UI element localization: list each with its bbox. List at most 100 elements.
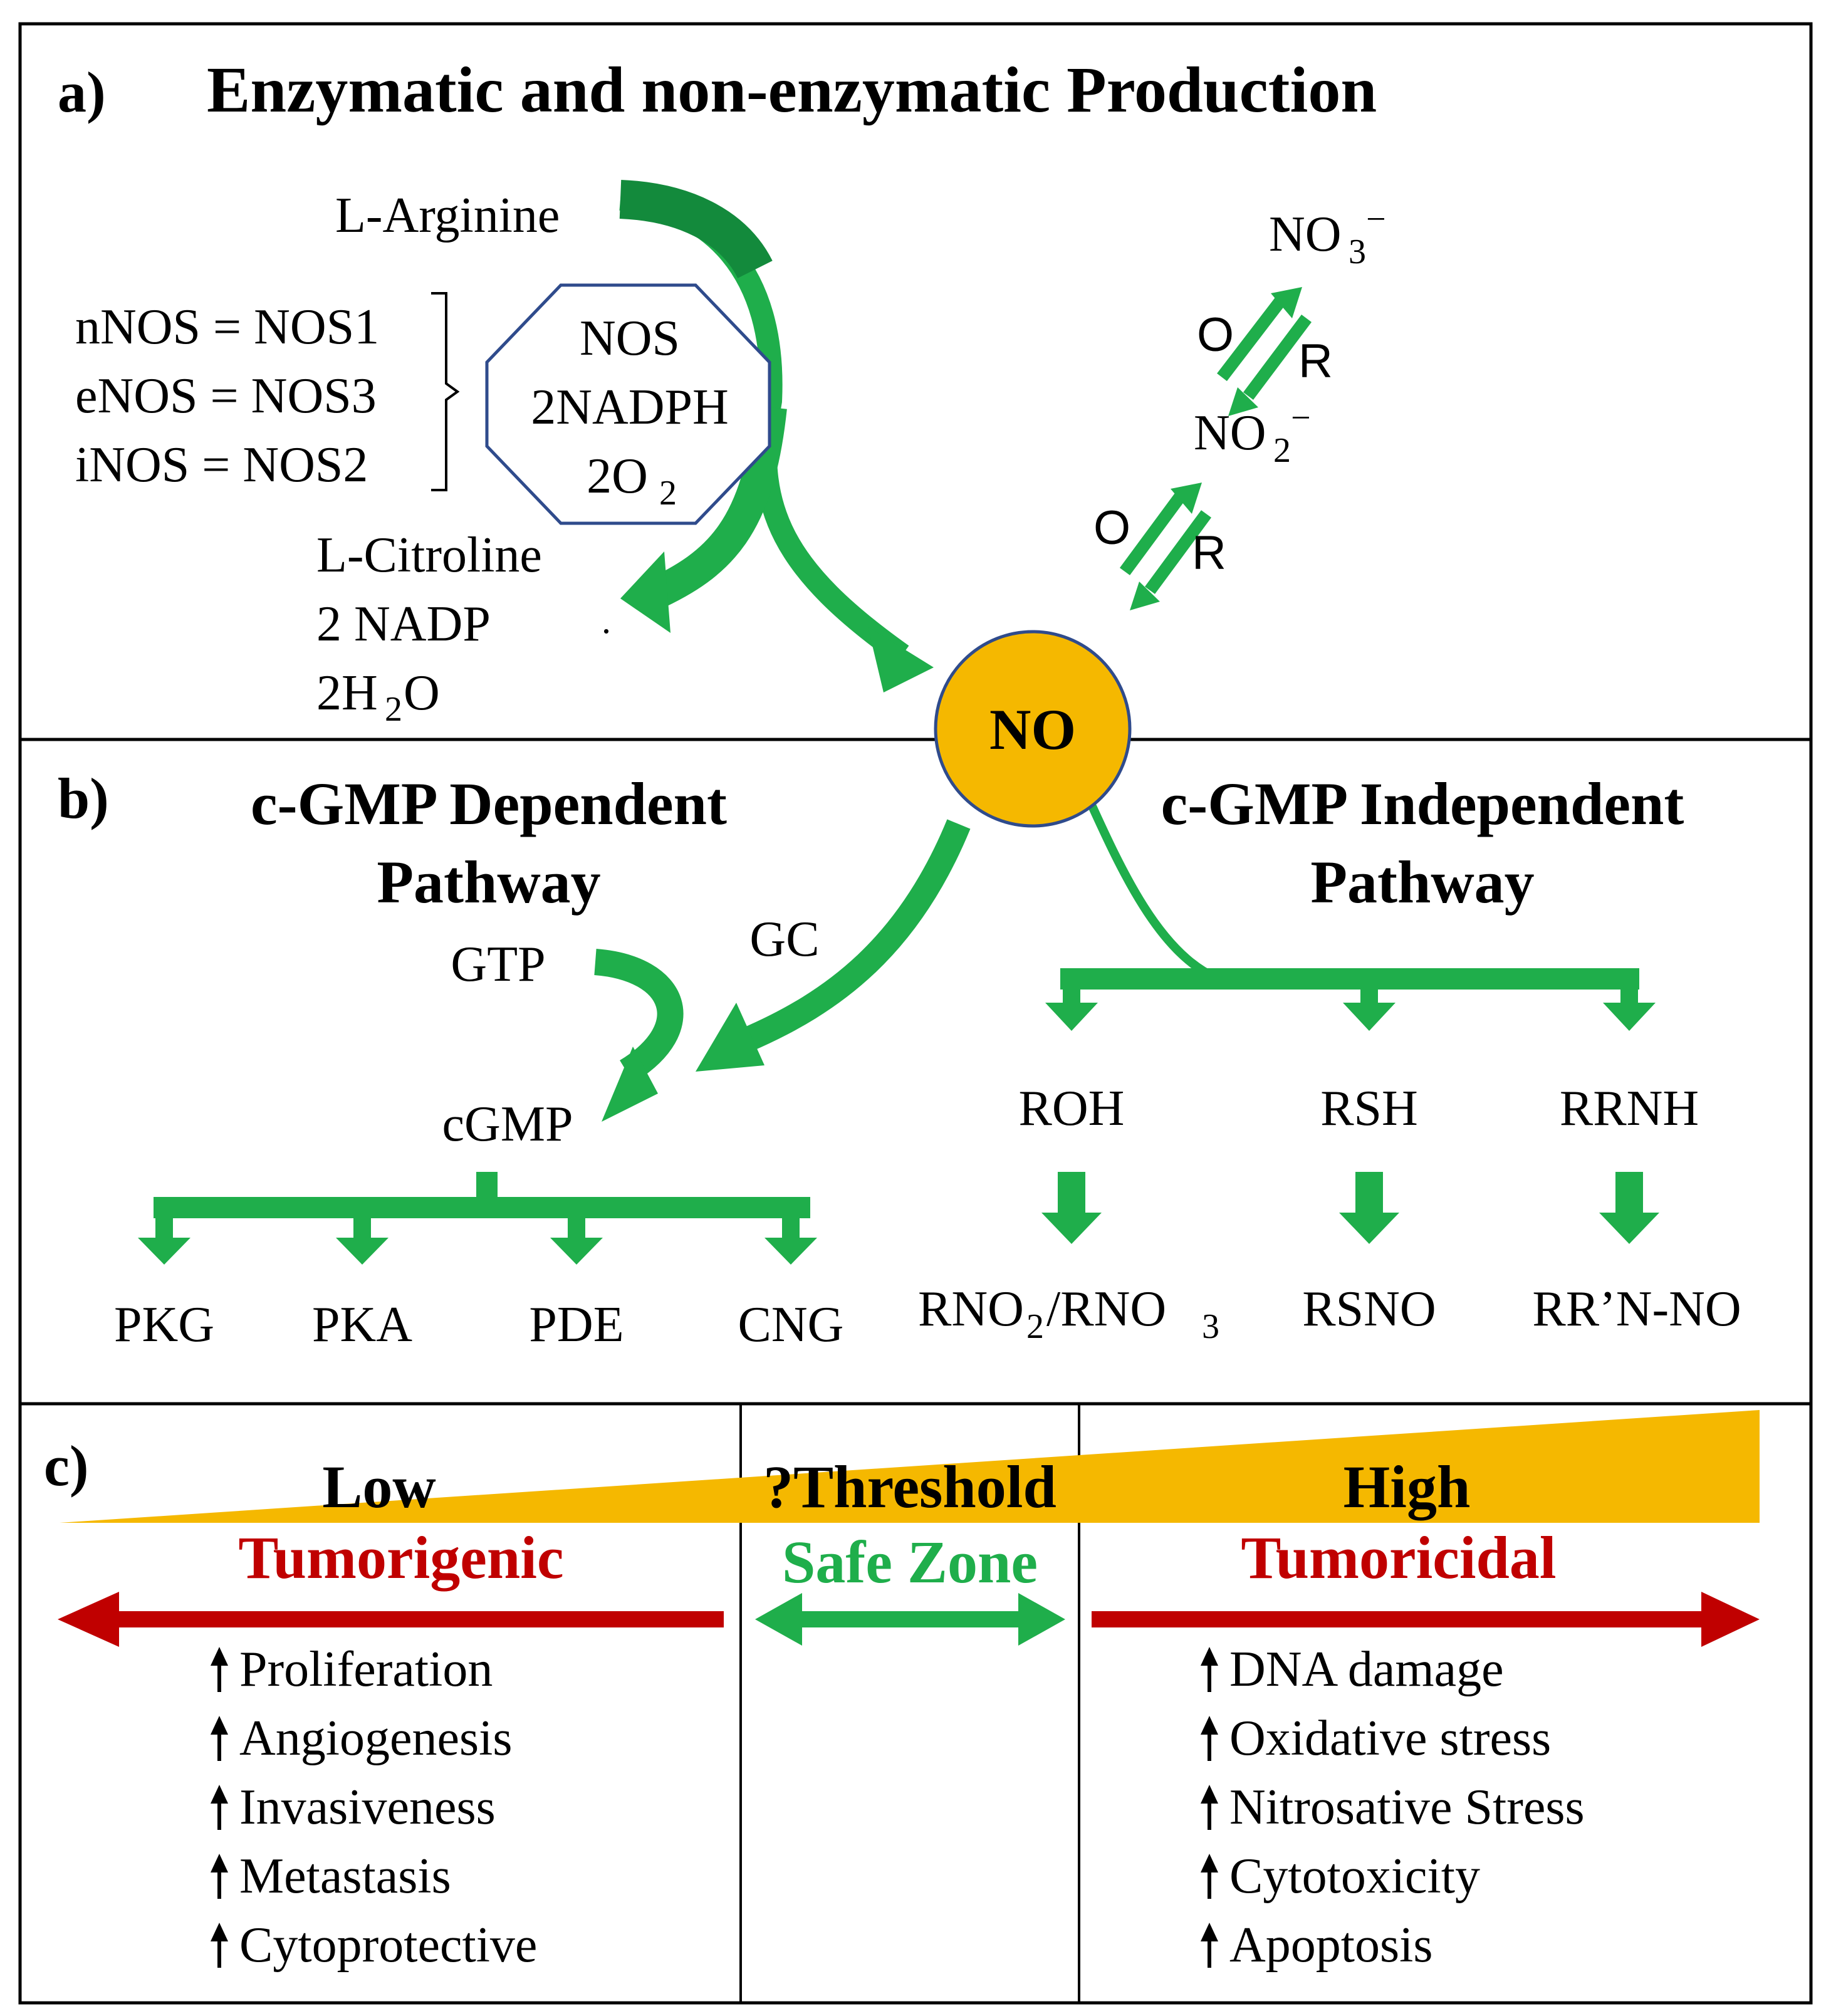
arrowhead-to-no [868, 627, 934, 692]
cgmp-branch [154, 1172, 810, 1218]
nitrate-label: NO [1269, 207, 1342, 262]
byproduct-water-subscript: 2 [385, 690, 402, 729]
oxidation-arrowhead-lower [1171, 483, 1202, 514]
no-to-independent-line [1086, 800, 1218, 982]
reactant-arrowhead [1603, 1003, 1656, 1031]
cgmp-bar [154, 1197, 810, 1218]
arrowhead-to-byproducts [620, 551, 670, 633]
increase-arrow-shaft [1208, 1728, 1211, 1761]
target-pde: PDE [529, 1297, 623, 1352]
panel-b-label: b) [58, 766, 109, 830]
zone-safe: Safe Zone [782, 1528, 1038, 1596]
independent-bar [1060, 968, 1639, 990]
zone-tumorigenic: Tumorigenic [238, 1524, 563, 1591]
gtp-arrowhead [602, 1047, 658, 1122]
safe-zone-arrowhead-left [755, 1593, 802, 1646]
reduction-arrowhead-upper [1228, 387, 1258, 416]
stray-dot: . [602, 600, 611, 641]
tumoricidal-arrow-shaft [1092, 1611, 1711, 1627]
right-pathway-title-2: Pathway [1310, 849, 1534, 916]
effect-invasiveness: Invasiveness [239, 1780, 496, 1835]
tumoricidal-arrowhead [1701, 1592, 1760, 1647]
increase-arrow-icon [1201, 1785, 1218, 1804]
byproduct-citrulline: L-Citroline [316, 528, 542, 583]
target-arrowhead [138, 1238, 190, 1265]
concentration-wedge [60, 1410, 1760, 1523]
tumorigenic-arrow-shaft [113, 1611, 724, 1627]
level-high: High [1343, 1453, 1471, 1520]
target-arrowhead [550, 1238, 603, 1265]
increase-arrow-icon [211, 1923, 228, 1941]
level-low: Low [322, 1453, 436, 1520]
target-arrowhead [764, 1238, 817, 1265]
increase-arrow-shaft [217, 1797, 221, 1830]
product-rno3: /RNO [1046, 1282, 1166, 1337]
product-rno2-subscript: 2 [1026, 1307, 1044, 1346]
increase-arrow-shaft [1208, 1935, 1211, 1968]
tumorigenic-effects-list: ProliferationAngiogenesisInvasivenessMet… [211, 1642, 537, 1973]
no-label: NO [989, 697, 1076, 761]
production-arrow-head-segment [619, 180, 773, 279]
increase-arrow-shaft [1208, 1659, 1211, 1692]
nitrate-subscript: 3 [1349, 232, 1366, 271]
increase-arrow-icon [211, 1647, 228, 1666]
reduction-arrow-upper [1243, 315, 1312, 400]
oxidation-arrow-lower [1119, 491, 1187, 575]
reaction-arrow-stem [1355, 1172, 1383, 1217]
reduction-arrowhead-lower [1130, 582, 1160, 610]
product-rno: RNO 2 /RNO 3 [918, 1282, 1219, 1346]
effect-metastasis: Metastasis [239, 1849, 451, 1904]
increase-arrow-icon [211, 1716, 228, 1735]
reaction-arrow-stem [1058, 1172, 1085, 1217]
enzyme-gc: GC [749, 912, 819, 967]
independent-reactants: ROH RSH RRNH [1019, 981, 1699, 1244]
isoform-inos: iNOS = NOS2 [75, 437, 368, 493]
safe-zone-arrowhead-right [1018, 1593, 1065, 1646]
independent-branch [1060, 968, 1639, 990]
right-pathway-title-1: c-GMP Independent [1161, 770, 1684, 837]
outer-border [18, 22, 1813, 2005]
redox-o-lower: O [1093, 501, 1130, 555]
panel-c-label: c) [44, 1434, 88, 1498]
substrate-l-arginine: L-Arginine [335, 188, 560, 243]
product-rsno: RSNO [1302, 1282, 1436, 1337]
nitrate-charge: − [1366, 200, 1386, 239]
panel-a-label: a) [58, 60, 106, 124]
panel-b: b) c-GMP Dependent Pathway c-GMP Indepen… [58, 766, 1741, 1352]
effect-cytotoxicity: Cytotoxicity [1229, 1849, 1480, 1904]
nitrite-charge: − [1291, 399, 1311, 437]
effect-nitrosative-stress: Nitrosative Stress [1229, 1780, 1585, 1835]
panel-a: a) Enzymatic and non-enzymatic Productio… [58, 54, 1386, 729]
reaction-arrowhead [1599, 1213, 1659, 1244]
no-to-gc-arrow [741, 819, 971, 1052]
panel-a-title: Enzymatic and non-enzymatic Production [207, 54, 1377, 126]
nitrite-subscript: 2 [1273, 431, 1291, 470]
safe-zone-arrow-shaft [795, 1611, 1026, 1627]
redox-arrows-upper: O R [1197, 287, 1333, 416]
safe-zone-arrow [755, 1593, 1065, 1646]
redox-arrows-lower: O R [1093, 483, 1226, 610]
increase-arrow-icon [211, 1785, 228, 1804]
redox-r-upper: R [1298, 335, 1333, 388]
left-pathway-title-1: c-GMP Dependent [251, 770, 727, 837]
target-pka: PKA [312, 1297, 412, 1352]
enzyme-oxygen-subscript: 2 [659, 474, 677, 513]
oxidation-arrowhead-upper [1271, 287, 1302, 318]
reduction-arrow-lower [1144, 510, 1212, 594]
tumorigenic-arrowhead [58, 1592, 119, 1647]
gtp-to-cgmp-arrow [594, 949, 684, 1083]
redox-o-upper: O [1197, 308, 1234, 362]
increase-arrow-shaft [1208, 1866, 1211, 1899]
increase-arrow-shaft [1208, 1797, 1211, 1830]
tumoricidal-arrow [1092, 1592, 1760, 1647]
left-pathway-title-2: Pathway [377, 849, 600, 916]
increase-arrow-icon [1201, 1716, 1218, 1735]
reactant-rrnh: RRNH [1560, 1081, 1699, 1136]
reaction-arrowhead [1041, 1213, 1102, 1244]
byproduct-water-a: 2H [316, 666, 378, 721]
reactant-rsh: RSH [1320, 1081, 1418, 1136]
reactant-roh: ROH [1019, 1081, 1125, 1136]
no-node: NO [934, 630, 1132, 828]
increase-arrow-icon [1201, 1647, 1218, 1666]
